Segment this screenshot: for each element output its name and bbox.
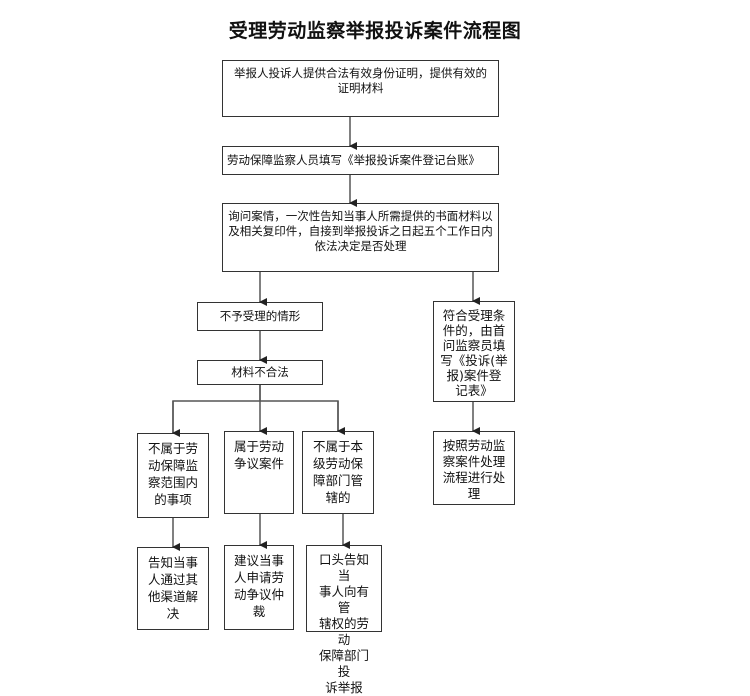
step-register-ledger: 劳动保障监察人员填写《举报投诉案件登记台账》 [222,146,499,175]
step-inquire-decide: 询问案情，一次性告知当事人所需提供的书面材料以 及相关复印件，自接到举报投诉之日… [222,203,499,272]
step-follow-procedure: 按照劳动监 察案件处理 流程进行处 理 [433,431,515,505]
result-verbal-notice: 口头告知当 事人向有管 辖权的劳动 保障部门投 诉举报 [306,545,382,695]
line-split-horizontal [172,400,339,433]
step-not-accepted: 不予受理的情形 [197,302,323,331]
result-arbitration: 建议当事 人申请劳 动争议仲 裁 [224,545,294,630]
branch-labor-dispute: 属于劳动 争议案件 [224,431,294,514]
branch-outside-scope: 不属于劳 动保障监 察范围内 的事项 [137,433,209,518]
step-accepted-register: 符合受理条 件的，由首 问监察员填 写《投诉(举 报)案件登 记表》 [433,301,515,402]
result-other-channels: 告知当事 人通过其 他渠道解 决 [137,547,209,630]
step-illegal-materials: 材料不合法 [197,360,323,385]
branch-other-jurisdiction: 不属于本 级劳动保 障部门管 辖的 [302,431,374,514]
page-title: 受理劳动监察举报投诉案件流程图 [228,20,522,42]
step-provide-id: 举报人投诉人提供合法有效身份证明，提供有效的 证明材料 [222,60,499,117]
